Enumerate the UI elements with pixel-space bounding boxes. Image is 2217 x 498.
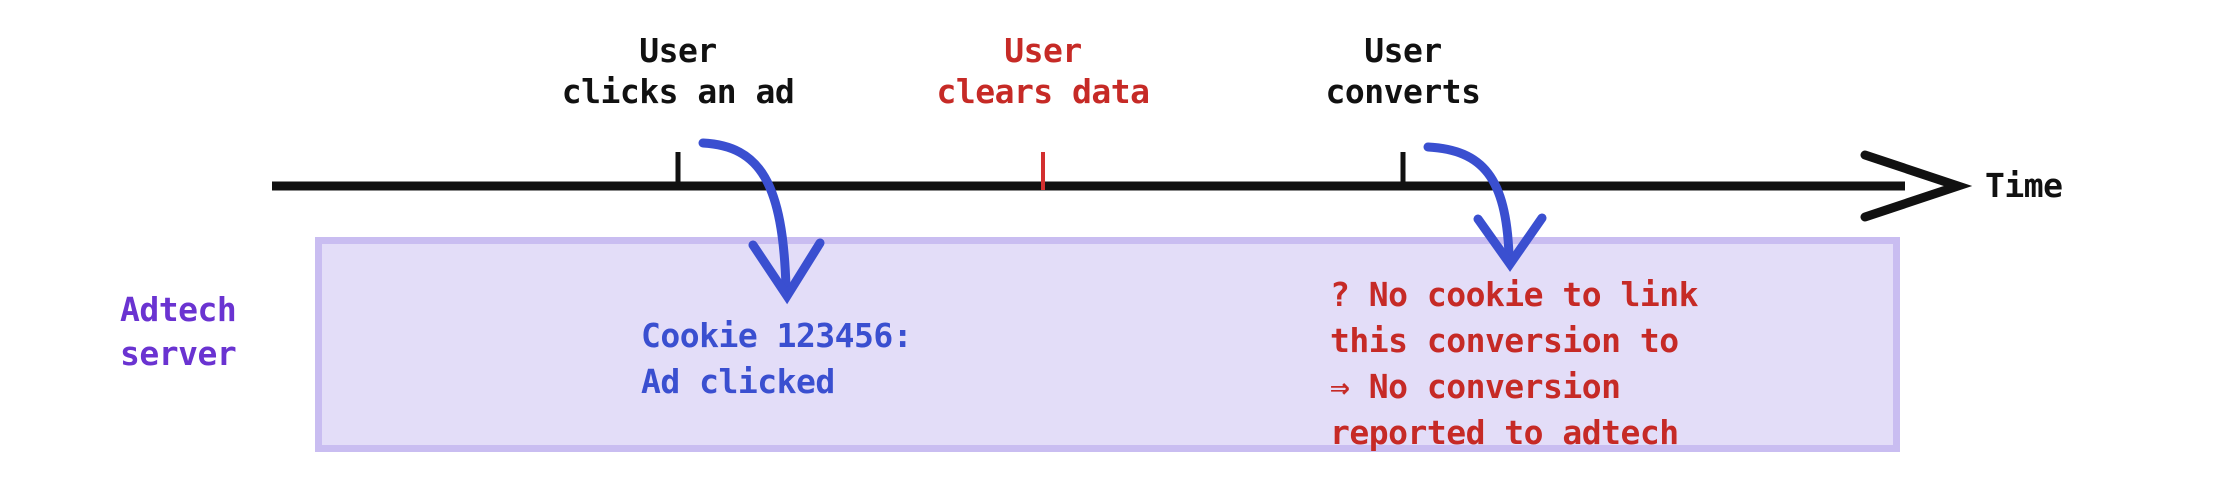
note-conversion-lost: ? No cookie to link this conversion to ⇒… — [1330, 275, 1699, 452]
adtech-server-region — [315, 237, 1900, 452]
note-cookie-line-1: Cookie 123456: — [641, 316, 913, 355]
timeline-arrowhead-icon — [1860, 150, 1973, 222]
note-cookie-line-2-prefix: Ad — [641, 362, 700, 401]
time-axis-label: Time — [1985, 166, 2063, 205]
event-label-conversion: User converts — [1325, 31, 1481, 111]
event-label-clear-data: User clears data — [936, 31, 1150, 111]
note-cookie-logged: Cookie 123456: Ad clicked — [641, 313, 913, 405]
event-label-ad-click: User clicks an ad — [561, 31, 795, 111]
note-cookie-line-2-emphasis: clicked — [699, 362, 835, 401]
adtech-server-label: Adtech server — [120, 290, 237, 373]
